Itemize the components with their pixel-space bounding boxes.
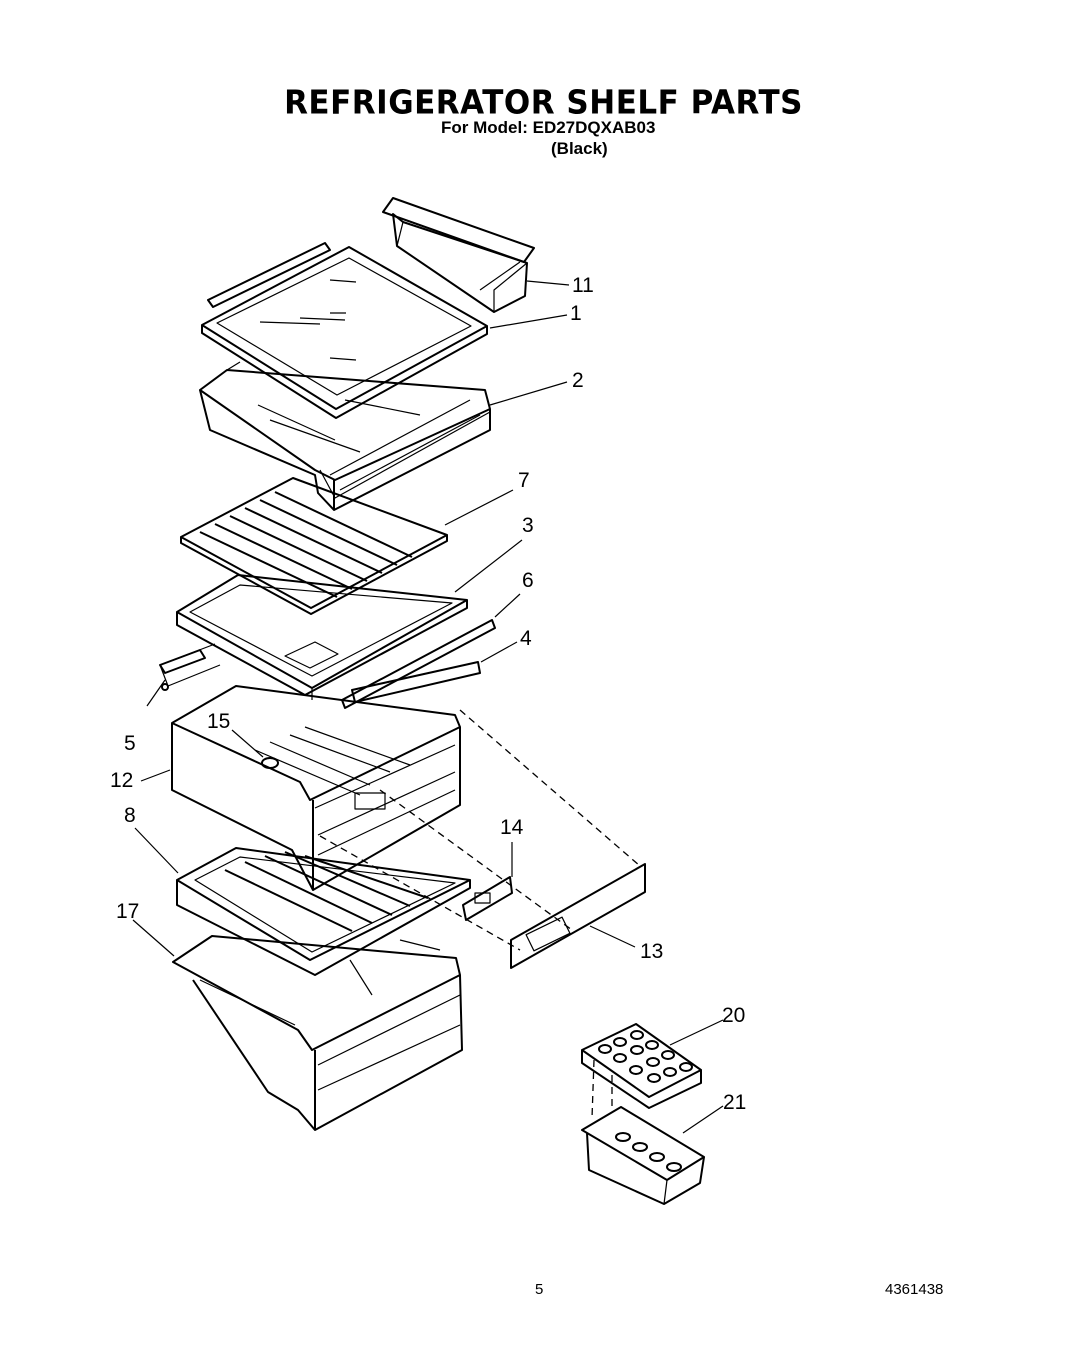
part-3-cover-frame [159,574,468,700]
callout-21: 21 [723,1091,746,1114]
callout-15: 15 [207,710,230,733]
callout-8: 8 [124,804,136,827]
callout-12: 12 [110,769,133,792]
part-14-slider [462,876,513,921]
page-title: REFRIGERATOR SHELF PARTS [284,84,803,122]
part-6-rail [341,619,496,709]
callout-5: 5 [124,732,136,755]
callout-4: 4 [520,627,532,650]
callout-1: 1 [570,302,582,325]
part-8-cover [176,847,471,976]
part-21-egg-bin [581,1106,705,1205]
part-12-crisper [171,685,461,891]
part-13-faceplate [319,709,646,969]
callout-labels: 11 1 2 7 3 6 4 5 15 12 8 14 17 13 20 21 [110,274,746,1114]
callout-2: 2 [572,369,584,392]
part-7-cover-insert [180,477,448,615]
callout-17: 17 [116,900,139,923]
document-number: 4361438 [885,1281,944,1298]
part-4-rail [351,661,481,703]
part-20-egg-tray [581,1023,702,1119]
part-17-drawer [172,935,463,1131]
callout-7: 7 [518,469,530,492]
callout-20: 20 [722,1004,745,1027]
part-5-rail [159,649,206,691]
part-2-frame [199,361,491,511]
callout-3: 3 [522,514,534,537]
callout-11: 11 [572,274,594,297]
part-11-bin [382,197,535,313]
part-1-glass-shelf [201,242,488,419]
callout-6: 6 [522,569,534,592]
finish-label: (Black) [551,139,608,158]
leader-lines [132,280,724,1134]
callout-14: 14 [500,816,524,839]
callout-13: 13 [640,940,663,963]
page-number: 5 [535,1281,544,1298]
model-number: For Model: ED27DQXAB03 [441,118,656,137]
